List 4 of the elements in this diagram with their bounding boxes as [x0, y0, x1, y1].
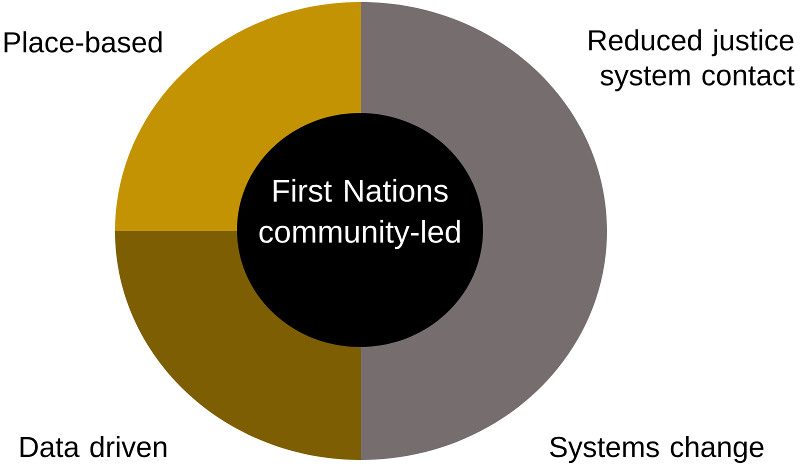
segment-label: Data driven: [20, 436, 166, 458]
segment-label: Systems change: [550, 436, 764, 463]
segment-label: Place-based: [4, 31, 162, 53]
segment-label: Reduced justice system contact: [589, 29, 794, 92]
